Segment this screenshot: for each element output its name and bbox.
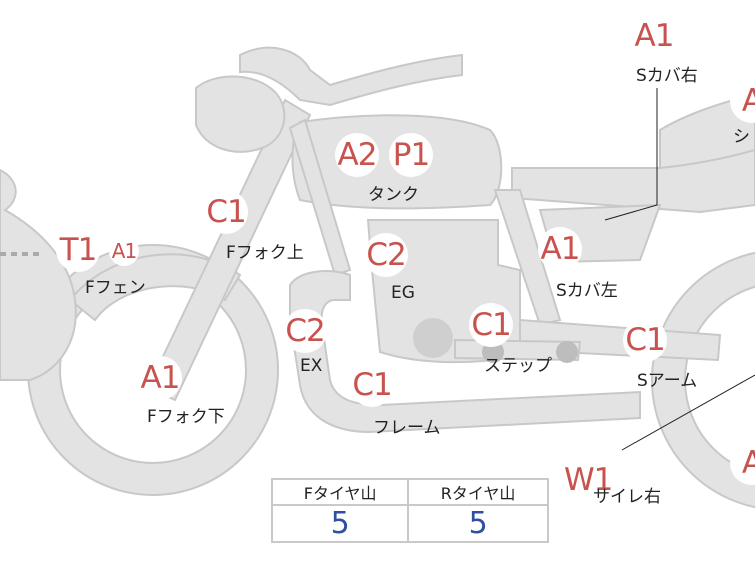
exhaust-shape bbox=[289, 270, 641, 434]
code-f-fender-a1: A1 bbox=[109, 236, 139, 266]
code-f-fork-upper: C1 bbox=[204, 190, 248, 234]
label-s-arm: Sアーム bbox=[637, 371, 698, 391]
front-tire-value: 5 bbox=[270, 504, 410, 543]
front-tire-header: Fタイヤ山 bbox=[270, 478, 410, 506]
label-f-fork-lower: Fフォク下 bbox=[147, 407, 225, 427]
engine-cover-circle bbox=[413, 318, 453, 358]
handlebar-shape bbox=[239, 46, 463, 107]
rear-tire-value: 5 bbox=[407, 504, 549, 543]
label-exhaust: EX bbox=[300, 356, 323, 376]
code-step: C1 bbox=[469, 303, 513, 347]
label-frame: フレーム bbox=[373, 418, 441, 438]
code-f-fender-t1: T1 bbox=[56, 228, 100, 272]
frame-rear-shape bbox=[493, 189, 562, 327]
code-silencer-right: W1 bbox=[564, 458, 613, 502]
label-f-fork-upper: Fフォク上 bbox=[226, 243, 304, 263]
label-s-cover-right: Sカバ右 bbox=[636, 66, 698, 86]
label-f-fender: Fフェン bbox=[85, 278, 146, 298]
rear-cowl-shape bbox=[659, 93, 755, 170]
label-silencer-right: サイレ右 bbox=[593, 487, 661, 507]
code-s-cover-left: A1 bbox=[538, 227, 582, 271]
rear-tire-header: Rタイヤ山 bbox=[407, 478, 549, 506]
code-frame: C1 bbox=[350, 363, 394, 407]
code-engine: C2 bbox=[364, 233, 408, 277]
tire-tread-table: Fタイヤ山 Rタイヤ山 5 5 bbox=[270, 478, 549, 543]
label-engine: EG bbox=[391, 283, 415, 303]
code-s-arm: C1 bbox=[623, 318, 667, 362]
label-s-cover-left: Sカバ左 bbox=[556, 281, 618, 301]
front-fork-shape bbox=[146, 98, 312, 402]
label-seat: シ bbox=[733, 127, 750, 147]
code-tank-p1: P1 bbox=[389, 133, 433, 177]
code-s-cover-right: A1 bbox=[632, 14, 676, 58]
step-peg-right bbox=[556, 341, 578, 363]
code-tank-a2: A2 bbox=[335, 133, 379, 177]
label-step: ステップ bbox=[484, 356, 552, 376]
frame-shape bbox=[288, 118, 352, 277]
code-exhaust: C2 bbox=[283, 309, 327, 353]
headlight-shape bbox=[195, 75, 286, 153]
code-f-fork-lower: A1 bbox=[138, 356, 182, 400]
label-tank: タンク bbox=[368, 185, 419, 205]
front-cowl-shape bbox=[0, 168, 77, 381]
leader-silencer-right bbox=[621, 374, 755, 451]
leader-s-cover-right bbox=[604, 88, 658, 221]
front-fender-shape bbox=[68, 253, 242, 322]
